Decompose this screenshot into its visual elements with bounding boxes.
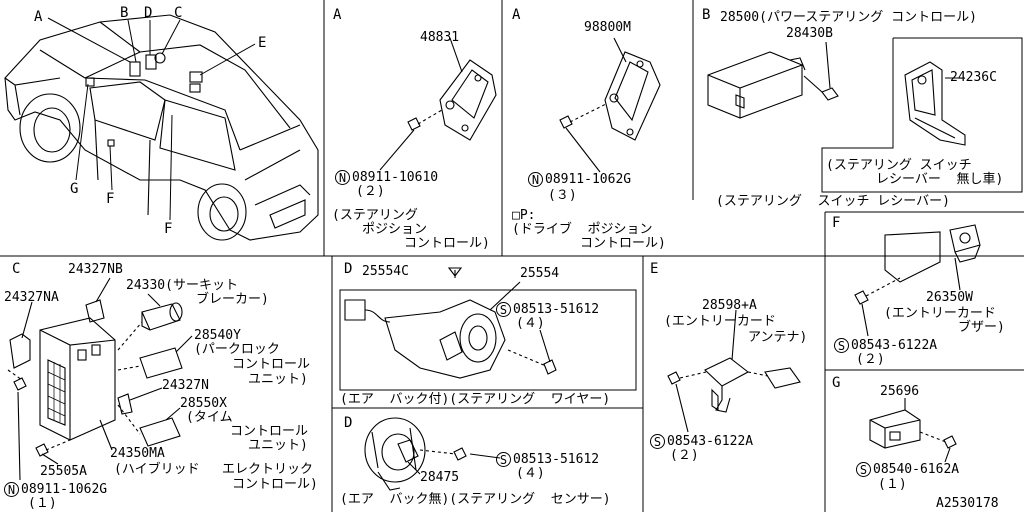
steering-sensor-assembly [364,417,501,491]
callout-d: D [144,5,153,21]
part-24327nb: 24327NB [68,262,123,277]
diagram-code: A2530178 [936,496,999,511]
part-28430b: 28430B [786,26,833,41]
nut-qty: (１) [28,496,57,511]
panel-d1-caption: (エア バック付)(ステアリング ワイヤー) [340,392,611,407]
caption-line-1: □P: [512,208,536,223]
antenna-caption-2: アンテナ) [748,330,808,345]
part-28550x-d: ユニット) [248,438,308,453]
part-24350ma-b: (ハイブリッド [114,462,200,477]
panel-a2-letter: A [512,7,521,23]
module-g-bracket [869,398,957,463]
part-28598a: 28598+A [702,298,757,313]
antenna-caption-1: (エントリーカード [664,314,776,329]
part-48831: 48831 [420,30,460,45]
steering-position-control-bracket [379,37,497,171]
panel-c-letter: C [12,261,21,277]
part-25554: 25554 [520,266,560,281]
entry-card-buzzer [854,224,981,337]
s-symbol: S [650,434,665,449]
part-28550x: 28550X [180,396,227,411]
screw-qty: (２) [670,448,699,463]
caption-line-3: コントロール) [580,236,666,251]
screw-qty: (２) [856,352,885,367]
n-symbol: N [528,172,543,187]
s-symbol: S [856,462,871,477]
part-24236c: 24236C [950,70,997,85]
nut-qty: (３) [548,188,577,203]
part-25505a: 25505A [40,464,87,479]
part-28540y-c: コントロール [232,357,311,372]
caption-line-2: ポジション [362,222,428,237]
callout-e: E [258,35,267,51]
part-28540y-b: (パークロック [194,342,280,357]
n-symbol: N [4,482,19,497]
callout-g: G [70,181,79,197]
panel-b-caption: (ステアリング スイッチ レシーバー) [716,194,951,209]
s-symbol: S [496,452,511,467]
part-98800m: 98800M [584,20,631,35]
caption-line-1: (ステアリング [332,208,418,223]
hybrid-control-unit-assembly [7,277,193,481]
part-28550x-b: (タイム [186,410,233,425]
part-24330-b: ブレーカー) [196,292,269,307]
inset-caption-2: レシーバー 無し車) [876,172,1004,187]
part-24327n: 24327N [162,378,209,393]
panel-e-letter: E [650,261,659,277]
panel-f-letter: F [832,215,841,231]
panel-d2-letter: D [344,415,353,431]
part-25696: 25696 [880,384,920,399]
nut-qty: (２) [356,184,385,199]
car-illustration [4,14,319,241]
panel-d1-letter: D [344,261,353,277]
screw-qty: (１) [878,477,907,492]
s-symbol: S [834,338,849,353]
part-24350ma: 24350MA [110,446,165,461]
part-28475: 28475 [420,470,460,485]
panel-g-letter: G [832,375,841,391]
n-symbol: N [335,170,350,185]
part-28550x-c: コントロール [230,424,309,439]
part-24350ma-c: エレクトリック [222,462,314,477]
panel-a1-letter: A [333,7,342,23]
steering-wire-assembly [344,267,557,379]
screw-qty: (４) [516,466,545,481]
drive-position-control-bracket [559,37,661,173]
callout-f-2: F [164,221,173,237]
callout-c: C [174,5,183,21]
entry-card-antenna [667,309,801,433]
buzzer-caption-2: ブザー) [958,320,1005,335]
caption-line-2: (ドライブ ポジション [512,222,653,237]
inset-caption-1: (ステアリング スイッチ [826,158,972,173]
part-24350ma-d: コントロール) [232,477,318,492]
part-25554c: 25554C [362,264,409,279]
part-28540y-d: ユニット) [248,372,308,387]
part-28500: 28500(パワーステアリング コントロール) [720,10,977,25]
part-24327na: 24327NA [4,290,59,305]
panel-b-letter: B [702,7,711,23]
panel-d2-caption: (エア バック無)(ステアリング センサー) [340,492,611,507]
s-symbol: S [496,302,511,317]
part-28540y: 28540Y [194,328,241,343]
buzzer-caption-1: (エントリーカード [884,306,996,321]
callout-f: F [106,191,115,207]
caption-line-3: コントロール) [404,236,490,251]
screw-qty: (４) [516,316,545,331]
callout-a: A [34,9,43,25]
callout-b: B [120,5,129,21]
part-26350w: 26350W [926,290,973,305]
power-steering-control-unit [707,41,966,146]
part-24330: 24330(サーキット [126,278,238,293]
